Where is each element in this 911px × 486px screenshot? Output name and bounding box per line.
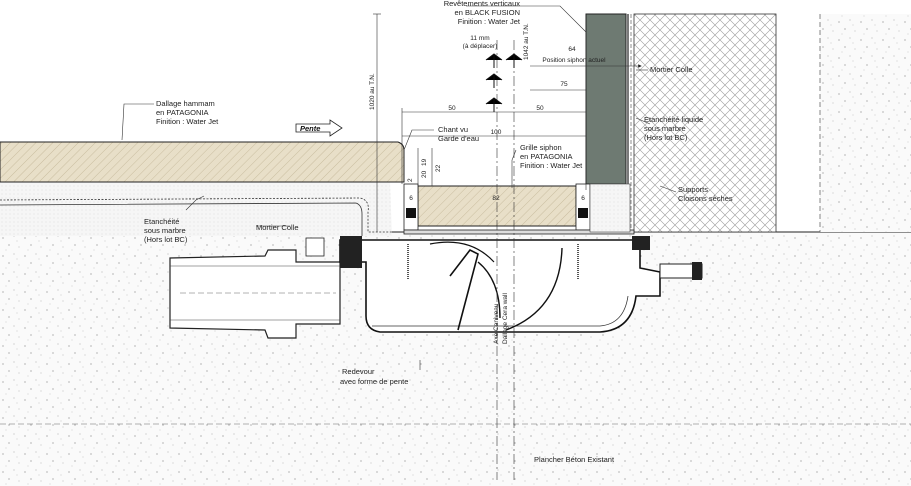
black-fusion-panel: [585, 13, 627, 185]
svg-text:Garde d'eau: Garde d'eau: [438, 134, 479, 143]
svg-text:(Hors lot BC): (Hors lot BC): [644, 133, 688, 142]
label-etancheite-left: Etanchéité sous marbre (Hors lot BC): [144, 217, 188, 244]
label-revetements-2: en BLACK FUSION: [455, 8, 520, 17]
label-64: 64: [568, 46, 576, 53]
svg-text:en PATAGONIA: en PATAGONIA: [520, 152, 573, 161]
label-75: 75: [560, 81, 568, 88]
label-20: 20: [421, 170, 428, 178]
label-grille: Grille siphon en PATAGONIA Finition : Wa…: [520, 143, 583, 170]
label-22: 22: [435, 164, 442, 172]
label-position-siphon: Position siphon actuel: [542, 57, 606, 64]
svg-text:Grille siphon: Grille siphon: [520, 143, 562, 152]
label-dallage-2: en PATAGONIA: [156, 108, 209, 117]
drain-pipe: [169, 249, 341, 339]
label-82: 82: [492, 195, 500, 202]
label-plancher: Plancher Béton Existant: [534, 455, 615, 464]
svg-text:Etanchéité liquide: Etanchéité liquide: [644, 115, 703, 124]
label-redevour: Redevour avec forme de pente: [340, 367, 408, 386]
drywall-support: [633, 13, 777, 233]
label-mortier-colle-bottom: Mortier Colle: [256, 223, 299, 232]
label-11mm-1: 11 mm: [470, 35, 489, 42]
label-revetements: Revêtements verticaux en BLACK FUSION Fi…: [444, 0, 521, 26]
label-19: 19: [421, 158, 428, 166]
svg-text:Etanchéité: Etanchéité: [144, 217, 179, 226]
label-11mm-2: (à déplacer): [463, 43, 498, 50]
dimension-arrows: [485, 53, 523, 112]
svg-text:sous marbre: sous marbre: [144, 226, 186, 235]
svg-text:avec forme de pente: avec forme de pente: [340, 377, 408, 386]
label-etancheite-right: Etanchéité liquide sous marbre (Hors lot…: [644, 115, 703, 142]
label-dallage: Dallage hammam en PATAGONIA Finition : W…: [156, 99, 219, 126]
svg-text:Supports: Supports: [678, 185, 708, 194]
label-axe-1: Axe Caniveau: [493, 303, 500, 344]
pente-arrow: [295, 119, 343, 137]
label-revetements-3: Finition : Water Jet: [458, 17, 521, 26]
label-50-right: 50: [536, 105, 544, 112]
label-50-left: 50: [448, 105, 456, 112]
svg-text:(Hors lot BC): (Hors lot BC): [144, 235, 188, 244]
svg-text:Cloisons sèches: Cloisons sèches: [678, 194, 733, 203]
waterproof-membrane-left: [0, 197, 392, 233]
siphon-body: [339, 239, 661, 333]
svg-text:Finition : Water Jet: Finition : Water Jet: [520, 161, 583, 170]
label-pente: Pente: [300, 124, 320, 133]
label-chant-vu: Chant vu Garde d'eau: [438, 125, 479, 143]
label-dallage-3: Finition : Water Jet: [156, 117, 219, 126]
label-6-left: 6: [409, 195, 413, 202]
label-revetements-1: Revêtements verticaux: [444, 0, 521, 8]
svg-text:sous marbre: sous marbre: [644, 124, 686, 133]
mortar-layer-left: [0, 182, 392, 236]
dallage-stone: [0, 141, 405, 183]
svg-text:Redevour: Redevour: [342, 367, 375, 376]
label-1020: 1020 au T.N.: [369, 73, 376, 110]
label-1042: 1042 au T.N.: [523, 23, 530, 60]
label-6-right: 6: [581, 195, 585, 202]
label-axe-2: Dallage Cera wall: [502, 293, 509, 344]
label-mortier-colle-top: Mortier Colle: [650, 65, 693, 74]
svg-text:Chant vu: Chant vu: [438, 125, 468, 134]
label-dallage-1: Dallage hammam: [156, 99, 215, 108]
label-100: 100: [491, 129, 502, 136]
label-2: 2: [407, 178, 414, 182]
label-supports: Supports Cloisons sèches: [678, 185, 733, 203]
right-wall: [820, 14, 911, 232]
